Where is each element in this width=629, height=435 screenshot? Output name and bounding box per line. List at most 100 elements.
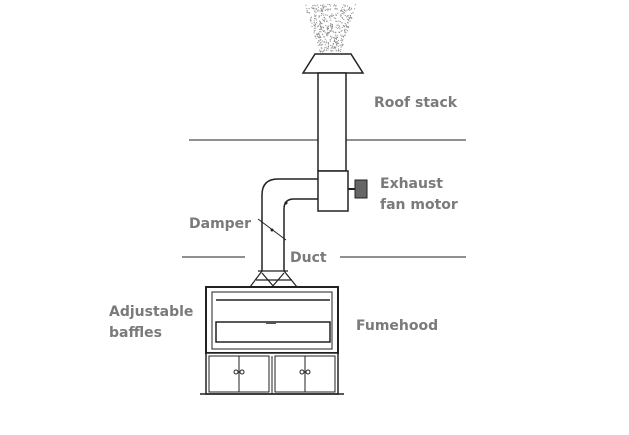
label-adjustable-baffles-line1: Adjustable [109, 304, 194, 320]
smoke-speck [321, 12, 322, 14]
smoke-speck [340, 10, 342, 12]
smoke-speck [333, 31, 334, 33]
smoke-speck [343, 12, 345, 14]
smoke-speck [335, 37, 337, 39]
smoke-speck [343, 19, 345, 20]
smoke-speck [343, 26, 345, 28]
smoke-speck [329, 40, 331, 42]
smoke-speck [319, 26, 321, 27]
smoke-speck [329, 8, 331, 10]
smoke-speck [332, 43, 334, 45]
smoke-speck [313, 20, 315, 22]
smoke-speck [325, 42, 327, 44]
smoke-speck [308, 8, 310, 9]
label-fumehood: Fumehood [356, 318, 439, 334]
exhaust-fan-motor [354, 179, 368, 199]
smoke-speck [320, 31, 322, 33]
smoke-speck [347, 26, 349, 27]
smoke-speck [312, 5, 314, 7]
smoke-speck [324, 44, 326, 46]
smoke-speck [336, 41, 338, 43]
smoke-speck [315, 33, 317, 35]
smoke-speck [324, 48, 325, 50]
smoke-speck [347, 20, 349, 22]
smoke-speck [340, 46, 342, 48]
smoke-speck [336, 24, 338, 26]
smoke-speck [347, 5, 348, 7]
smoke-speck [306, 10, 308, 11]
smoke-speck [324, 19, 326, 21]
smoke-speck [334, 34, 336, 36]
smoke-speck [320, 15, 322, 17]
smoke-speck [315, 15, 317, 16]
smoke-speck [322, 51, 324, 53]
smoke-speck [324, 9, 326, 11]
smoke-speck [347, 18, 349, 20]
smoke-speck [331, 36, 333, 38]
smoke-speck [323, 14, 325, 16]
smoke-speck [326, 48, 328, 49]
smoke-speck [318, 33, 320, 35]
smoke-speck [320, 26, 322, 28]
smoke-speck [331, 45, 333, 47]
smoke-speck [326, 35, 328, 37]
smoke-speck [346, 24, 348, 26]
smoke-speck [318, 40, 320, 42]
smoke-speck [323, 27, 324, 29]
smoke-speck [344, 31, 346, 33]
smoke-speck [322, 5, 323, 7]
smoke-speck [323, 36, 325, 38]
smoke-speck [325, 18, 327, 20]
smoke-speck [336, 44, 338, 46]
smoke-speck [313, 7, 315, 9]
smoke-speck [314, 11, 316, 13]
smoke-speck [322, 33, 324, 35]
smoke-speck [321, 10, 323, 12]
smoke-speck [346, 30, 348, 32]
smoke-speck [330, 35, 331, 37]
smoke-speck [337, 42, 338, 44]
smoke-speck [351, 13, 353, 14]
smoke-speck [324, 47, 326, 48]
smoke-speck [330, 23, 332, 25]
smoke-speck [338, 26, 340, 28]
smoke-speck [326, 26, 328, 28]
smoke-speck [313, 30, 315, 32]
smoke-speck [319, 43, 320, 45]
cabinet-door-1 [208, 355, 240, 393]
smoke-speck [325, 14, 327, 16]
smoke-speck [320, 21, 322, 23]
smoke-speck [326, 21, 328, 23]
smoke-speck [322, 13, 324, 15]
smoke-speck [310, 16, 312, 18]
smoke-plume [305, 4, 356, 53]
fan-housing [317, 170, 349, 212]
smoke-speck [339, 21, 341, 23]
roof-stack-pipe [317, 72, 347, 172]
smoke-speck [349, 14, 351, 16]
smoke-speck [334, 47, 336, 49]
smoke-speck [319, 50, 321, 52]
smoke-speck [318, 37, 320, 39]
smoke-speck [305, 4, 307, 6]
smoke-speck [320, 29, 322, 30]
smoke-speck [327, 45, 329, 47]
smoke-speck [330, 26, 332, 28]
sash-handle [266, 321, 276, 324]
smoke-speck [326, 20, 328, 22]
smoke-speck [323, 17, 325, 19]
smoke-speck [321, 48, 323, 49]
smoke-speck [318, 34, 320, 36]
smoke-speck [322, 8, 324, 10]
smoke-speck [309, 19, 311, 21]
smoke-speck [342, 10, 343, 12]
smoke-speck [341, 29, 343, 31]
smoke-speck [335, 38, 337, 40]
smoke-speck [339, 15, 341, 17]
smoke-speck [329, 9, 331, 11]
door-knob-3 [299, 369, 305, 375]
smoke-speck [349, 6, 351, 8]
smoke-speck [327, 42, 329, 44]
smoke-speck [332, 46, 334, 48]
